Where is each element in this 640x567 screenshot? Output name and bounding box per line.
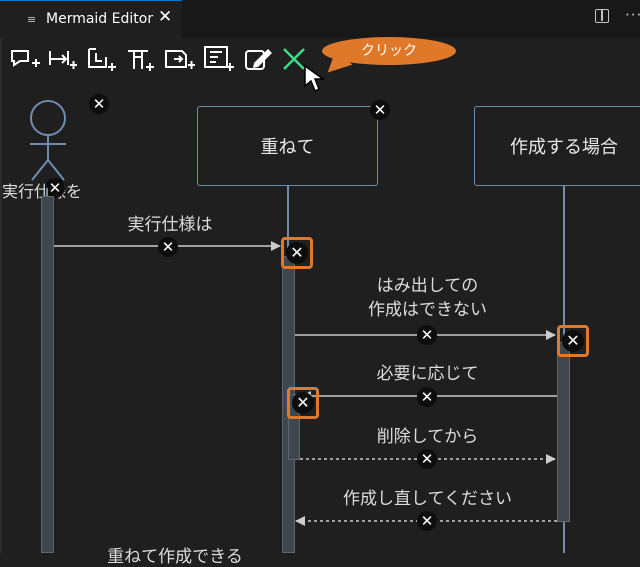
actor-figure[interactable] <box>18 98 78 188</box>
participant-box[interactable]: 作成する場合 <box>474 106 640 186</box>
participant-box[interactable]: 重ねて <box>197 106 378 186</box>
delete-message-icon[interactable]: ✕ <box>417 449 437 469</box>
delete-mode-x-icon[interactable] <box>278 43 312 75</box>
add-activation-icon[interactable] <box>202 43 236 75</box>
mouse-cursor-icon <box>304 64 326 93</box>
add-loop-icon[interactable] <box>124 43 158 75</box>
delete-activation-icon[interactable]: ✕ <box>292 392 314 414</box>
highlight-frame <box>281 237 313 269</box>
message-label[interactable]: 削除してから <box>376 427 479 447</box>
delete-participant-icon[interactable]: ✕ <box>370 100 390 120</box>
delete-activation-icon[interactable]: ✕ <box>562 330 584 352</box>
message-label[interactable]: 作成はできない <box>368 300 487 320</box>
add-participant-icon[interactable] <box>8 43 42 75</box>
tab-mermaid-editor[interactable]: ≡ Mermaid Editor ✕ <box>0 0 182 38</box>
delete-message-icon[interactable]: ✕ <box>417 387 437 407</box>
editor-edge <box>0 38 2 553</box>
delete-message-icon[interactable]: ✕ <box>417 325 437 345</box>
message-label[interactable]: 必要に応じて <box>376 364 479 384</box>
message-label[interactable]: はみ出しての <box>376 276 479 296</box>
message-label[interactable]: 作成し直してください <box>343 489 512 509</box>
highlight-frame <box>287 387 319 419</box>
message-label[interactable]: 実行仕様は <box>127 215 213 235</box>
delete-actor-label-icon[interactable]: ✕ <box>45 178 65 198</box>
participant-label: 作成する場合 <box>510 137 618 158</box>
edit-icon[interactable] <box>242 43 276 75</box>
add-message-icon[interactable] <box>44 43 78 75</box>
more-actions-button[interactable]: ··· <box>625 6 640 24</box>
delete-message-icon[interactable]: ✕ <box>158 237 178 257</box>
delete-message-icon[interactable]: ✕ <box>417 511 437 531</box>
delete-actor-icon[interactable]: ✕ <box>89 94 109 114</box>
message-label[interactable]: 重ねて作成できる <box>107 547 243 567</box>
tab-bar: ≡ Mermaid Editor ✕ ··· <box>0 0 640 38</box>
participant-label: 重ねて <box>260 137 315 158</box>
callout-bubble <box>322 37 456 65</box>
add-alt-icon[interactable] <box>162 43 196 75</box>
callout-text: クリック <box>361 43 417 59</box>
highlight-frame <box>557 325 589 357</box>
add-note-icon[interactable] <box>84 43 118 75</box>
delete-activation-icon[interactable]: ✕ <box>286 242 308 264</box>
menu-lines-icon: ≡ <box>27 13 37 26</box>
tab-title: Mermaid Editor <box>46 11 154 27</box>
split-editor-icon[interactable] <box>595 9 609 23</box>
tab-close-icon[interactable]: ✕ <box>158 7 173 27</box>
